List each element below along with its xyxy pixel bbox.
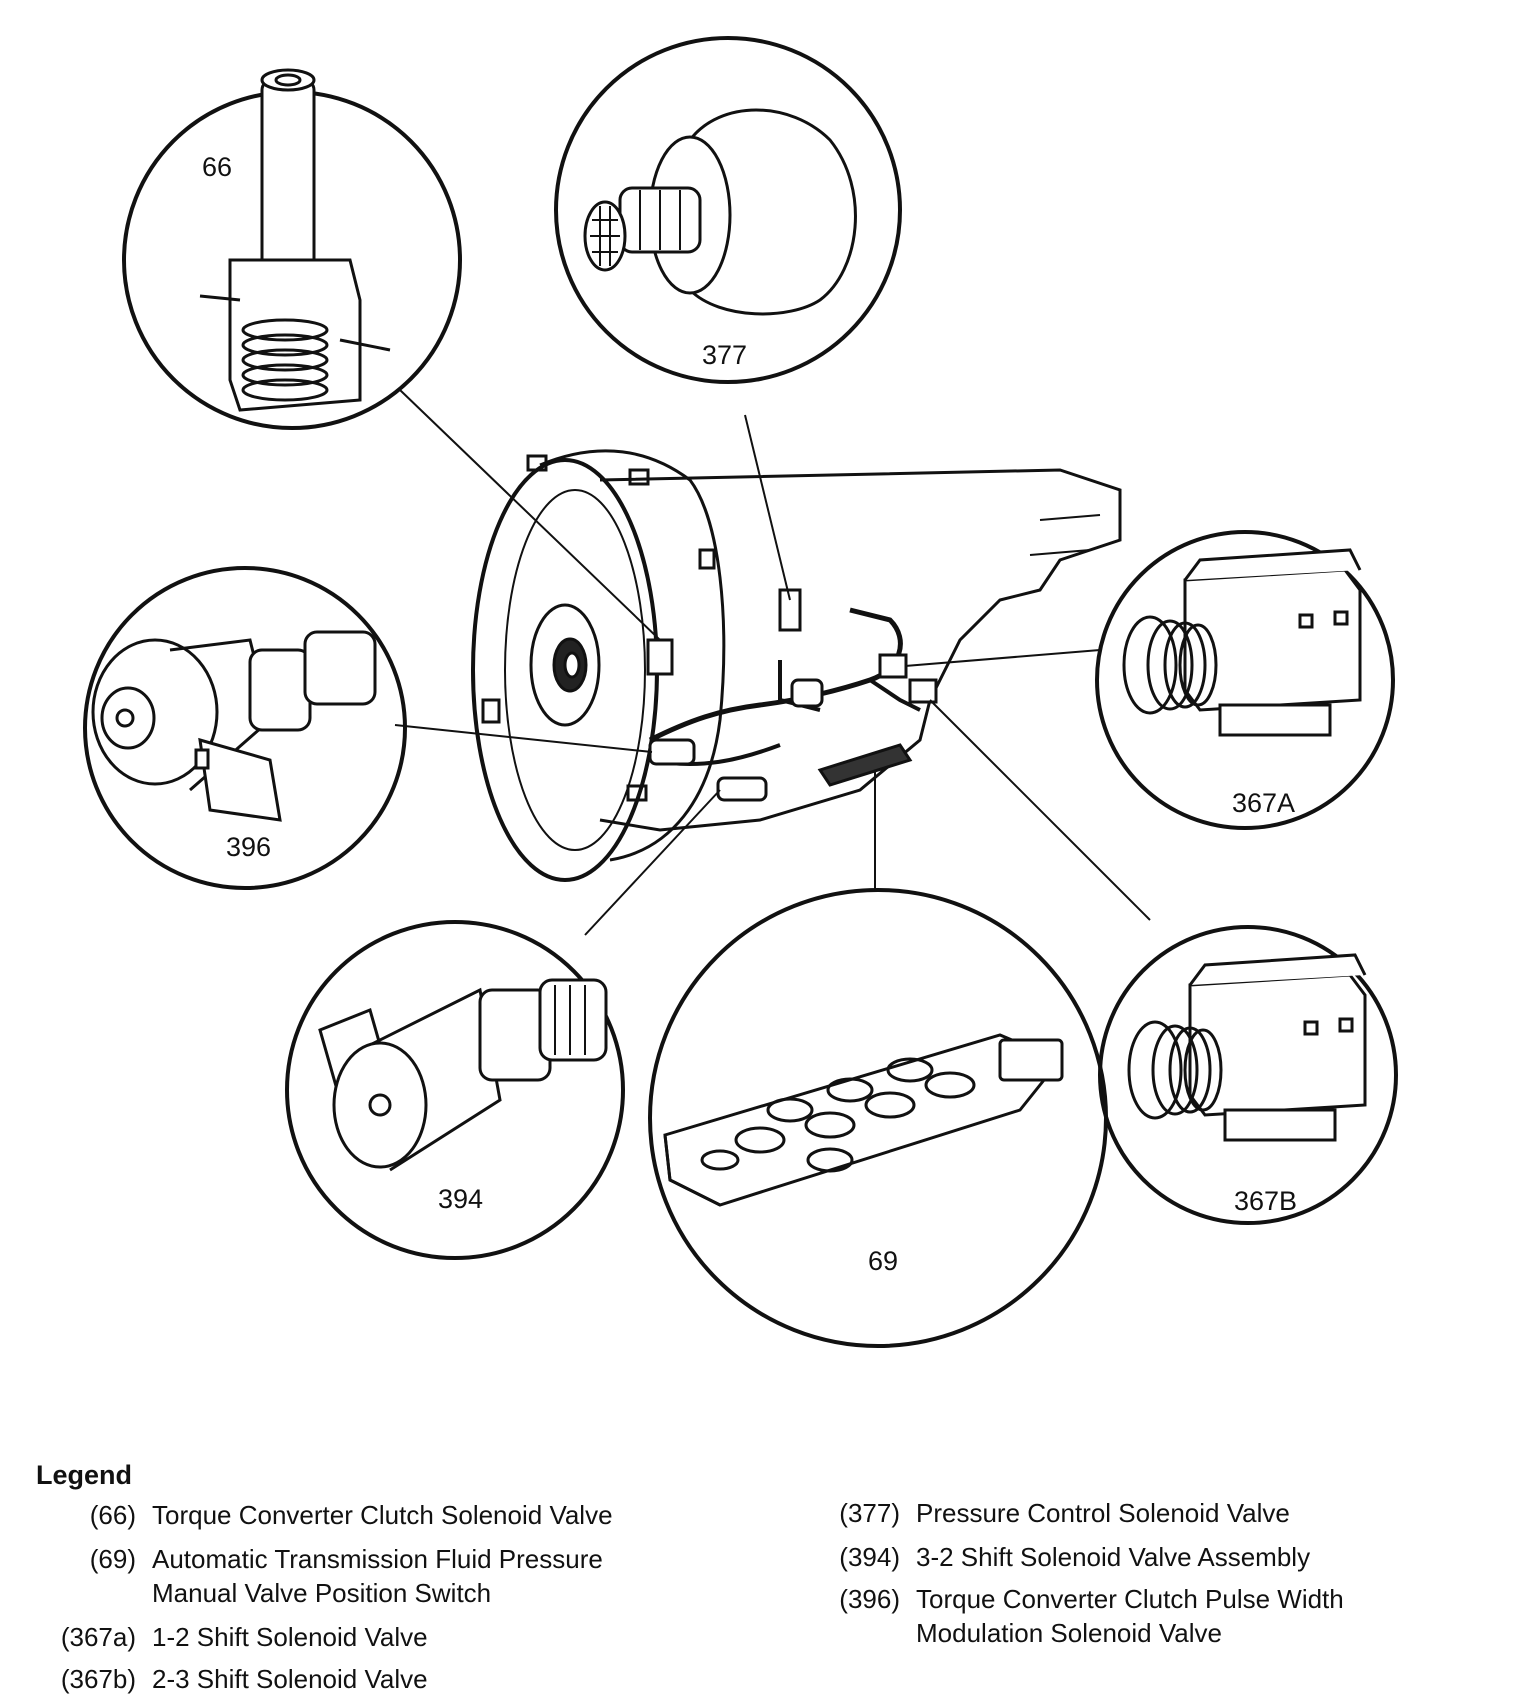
detail-circle-377 (554, 36, 902, 384)
detail-circle-396 (83, 566, 407, 890)
legend-text: 1-2 Shift Solenoid Valve (152, 1622, 428, 1652)
callout-396: 396 (226, 832, 271, 862)
legend-text: Automatic Transmission Fluid Pressure Ma… (152, 1542, 603, 1610)
legend-title: Legend (36, 1460, 133, 1490)
component-diagram: 66 377 396 367A 367B 394 69 (83, 36, 1398, 1348)
legend-code: (377) (839, 1498, 900, 1528)
detail-circle-367a (1095, 530, 1395, 830)
callout-69: 69 (868, 1246, 898, 1276)
legend-text-line2: Modulation Solenoid Valve (916, 1618, 1222, 1648)
legend: Legend (66) Torque Converter Clutch Sole… (36, 1460, 1496, 1700)
legend-code: (367b) (60, 1664, 136, 1694)
leader-lines (394, 389, 1151, 936)
legend-text: Torque Converter Clutch Solenoid Valve (152, 1500, 613, 1530)
legend-text: 2-3 Shift Solenoid Valve (152, 1664, 428, 1694)
legend-code: (367a) (60, 1622, 136, 1652)
legend-text: 3-2 Shift Solenoid Valve Assembly (916, 1542, 1311, 1572)
transmission-assembly (471, 449, 1122, 882)
callout-367b: 367B (1234, 1186, 1297, 1216)
legend-text-line2: Manual Valve Position Switch (152, 1578, 492, 1608)
detail-circle-69 (648, 888, 1108, 1348)
legend-code: (66) (89, 1500, 136, 1530)
legend-code: (396) (839, 1584, 900, 1614)
legend-text: Pressure Control Solenoid Valve (916, 1498, 1290, 1528)
legend-text-line1: Automatic Transmission Fluid Pressure (152, 1544, 603, 1574)
legend-text: Torque Converter Clutch Pulse Width Modu… (916, 1582, 1344, 1650)
detail-circle-66 (122, 68, 462, 430)
detail-circle-394 (285, 920, 625, 1260)
callout-367a: 367A (1232, 788, 1295, 818)
legend-code: (394) (839, 1542, 900, 1572)
callout-66: 66 (202, 152, 232, 182)
callout-377: 377 (702, 340, 747, 370)
callout-394: 394 (438, 1184, 483, 1214)
detail-circle-367b (1098, 925, 1398, 1225)
legend-code: (69) (89, 1544, 136, 1574)
legend-text-line1: Torque Converter Clutch Pulse Width (916, 1584, 1344, 1614)
